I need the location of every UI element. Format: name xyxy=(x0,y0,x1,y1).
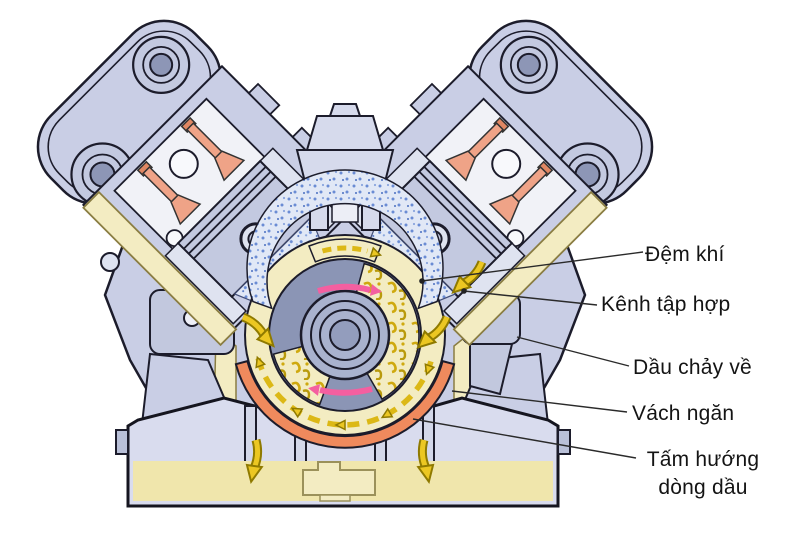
label-tam-huong-line1: Tấm hướng xyxy=(646,448,760,471)
label-tam-huong-line2: dòng dầu xyxy=(658,476,748,499)
crankshaft-chamber xyxy=(244,169,446,436)
leader-lines xyxy=(412,251,644,459)
oil-pan xyxy=(115,396,571,508)
crankshaft-journal xyxy=(299,289,391,381)
label-tam-huong-dong-dau: Tấm hướng dòng dầu xyxy=(628,446,778,502)
label-vach-ngan: Vách ngăn xyxy=(632,402,735,425)
label-dem-khi: Đệm khí xyxy=(645,243,725,266)
rotation-arrow-bottom xyxy=(308,384,373,396)
partition-wall xyxy=(469,343,514,396)
oil-deflector-plate xyxy=(234,359,456,449)
leader-dot xyxy=(461,288,467,294)
air-cushion-ring xyxy=(246,169,444,310)
label-dau-chay-ve: Dầu chảy về xyxy=(633,356,752,379)
rotation-arrow-top xyxy=(317,283,382,296)
label-kenh-tap-hop: Kênh tập hợp xyxy=(601,293,731,316)
oil-collecting-channel-flow xyxy=(255,357,435,428)
bolt-hole xyxy=(100,252,120,272)
leader-dot xyxy=(419,278,425,284)
